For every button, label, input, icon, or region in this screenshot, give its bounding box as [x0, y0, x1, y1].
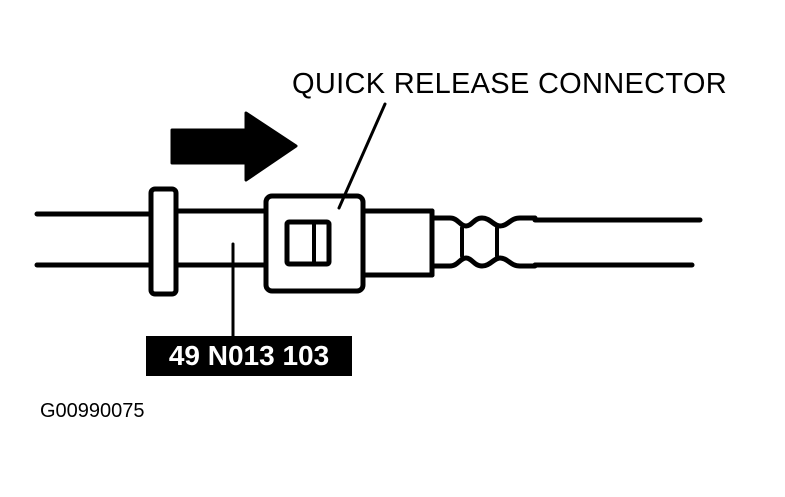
tool-tube: [173, 208, 269, 268]
callout-label: QUICK RELEASE CONNECTOR: [292, 68, 728, 100]
right-pipe: [532, 217, 703, 268]
ribbed-hose-end: [429, 215, 538, 269]
callout-leader: [337, 102, 387, 210]
leader-lines: [231, 102, 387, 338]
arrow-right-icon: [170, 111, 298, 182]
figure-id: G00990075: [40, 400, 145, 422]
tool-number-label: 49 N013 103: [146, 336, 352, 376]
left-pipe: [34, 211, 153, 268]
flange-collar: [148, 186, 179, 297]
connector-sleeve: [360, 208, 435, 278]
quick-release-connector: [263, 193, 366, 294]
